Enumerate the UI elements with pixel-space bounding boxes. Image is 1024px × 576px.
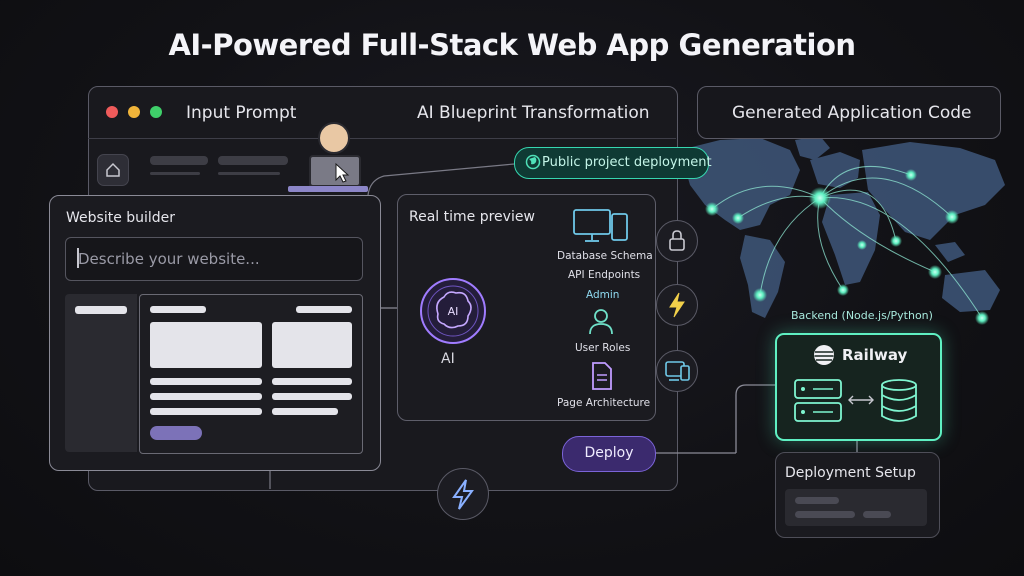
monitor-devices-icon	[573, 209, 628, 242]
home-button[interactable]	[97, 154, 129, 186]
node-page-architecture: Page Architecture	[557, 397, 651, 409]
text-caret	[77, 248, 79, 268]
railway-title: Railway	[842, 346, 908, 364]
node-admin: Admin	[586, 289, 620, 301]
user-icon	[589, 309, 613, 335]
railway-logo-icon	[814, 345, 834, 365]
preview-nav-bar	[75, 306, 127, 314]
input-prompt-header: Input Prompt	[186, 103, 297, 123]
page-title: AI-Powered Full-Stack Web App Generation	[168, 28, 856, 62]
website-builder-title: Website builder	[66, 210, 176, 226]
lock-button[interactable]	[656, 220, 698, 262]
preview-text-line	[150, 378, 262, 385]
generated-code-header: Generated Application Code	[732, 103, 972, 123]
preview-text-line	[150, 408, 262, 415]
preview-bar	[296, 306, 352, 313]
placeholder-line	[150, 172, 200, 175]
lightning-icon	[452, 479, 474, 510]
node-api-endpoints: API Endpoints	[568, 269, 641, 281]
preview-text-line	[272, 393, 352, 400]
window-titlebar	[88, 86, 676, 139]
setup-bar	[795, 497, 839, 504]
placeholder-bar	[218, 156, 288, 165]
blueprint-header: AI Blueprint Transformation	[417, 103, 650, 123]
document-icon	[592, 362, 612, 390]
node-user-roles: User Roles	[575, 342, 631, 354]
bottom-lightning-button[interactable]	[437, 468, 489, 520]
minimize-dot-icon[interactable]	[128, 106, 140, 118]
generated-code-panel	[697, 86, 1001, 139]
node-database-schema: Database Schema	[557, 250, 653, 262]
deployment-setup-title: Deployment Setup	[785, 465, 916, 481]
describe-placeholder: Describe your website...	[78, 250, 260, 268]
preview-text-line	[150, 393, 262, 400]
ai-chip-label: AI	[448, 305, 459, 318]
realtime-preview-title: Real time preview	[409, 209, 535, 225]
setup-content-block	[785, 489, 927, 526]
lightning-icon	[669, 292, 685, 318]
preview-image-block	[272, 322, 352, 368]
preview-text-line	[272, 378, 352, 385]
preview-image-block	[150, 322, 262, 368]
placeholder-line	[218, 172, 280, 175]
lightning-button[interactable]	[656, 284, 698, 326]
preview-cta-button	[150, 426, 202, 440]
exchange-arrows-icon	[848, 395, 874, 405]
public-deployment-label: Public project deployment	[542, 155, 712, 170]
preview-canvas	[139, 294, 363, 454]
setup-bar	[863, 511, 891, 518]
home-icon	[106, 162, 120, 177]
server-icon	[794, 379, 842, 422]
maximize-dot-icon[interactable]	[150, 106, 162, 118]
devices-button[interactable]	[656, 350, 698, 392]
brain-icon: AI	[420, 278, 486, 344]
globe-icon	[525, 154, 541, 170]
ai-label: AI	[441, 351, 455, 367]
public-deployment-badge[interactable]	[514, 147, 709, 179]
close-dot-icon[interactable]	[106, 106, 118, 118]
preview-sidebar	[65, 294, 137, 452]
devices-icon	[665, 361, 690, 381]
placeholder-bar	[150, 156, 208, 165]
database-icon	[881, 379, 917, 422]
preview-text-line	[272, 408, 338, 415]
server-database-graphic	[794, 379, 917, 422]
preview-bar	[150, 306, 206, 313]
deploy-button[interactable]: Deploy	[562, 436, 656, 472]
backend-label: Backend (Node.js/Python)	[791, 309, 933, 322]
describe-website-input[interactable]	[65, 237, 363, 281]
lock-icon	[669, 230, 685, 251]
setup-bar	[795, 511, 855, 518]
user-laptop-icon	[288, 122, 368, 192]
cursor-icon	[335, 162, 350, 183]
